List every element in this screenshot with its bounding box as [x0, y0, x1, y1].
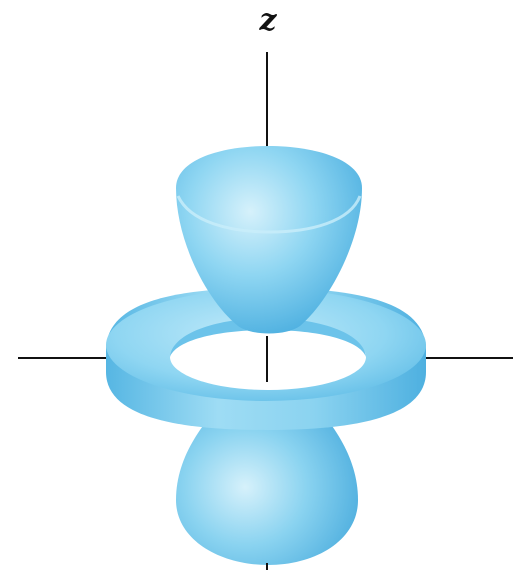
torus-inner-wall — [170, 318, 366, 357]
upper-lobe — [176, 146, 362, 334]
upper-lobe-rim — [176, 195, 362, 234]
lower-lobe — [176, 392, 358, 565]
z-axis-label: z — [259, 3, 277, 38]
